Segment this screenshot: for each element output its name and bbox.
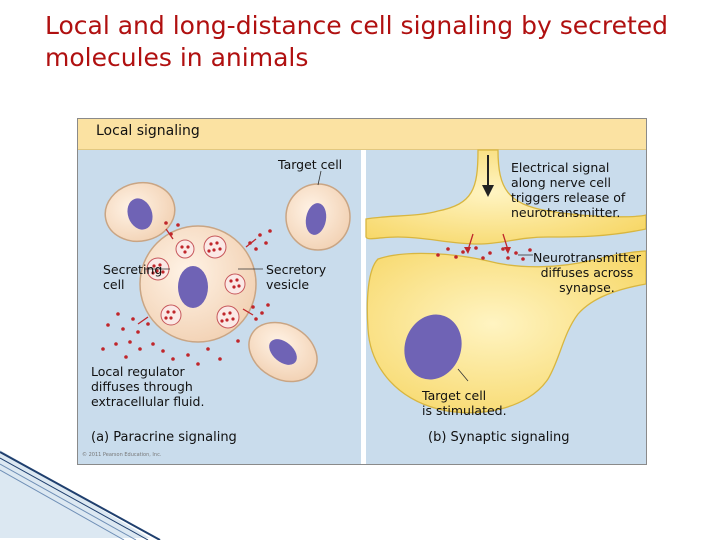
electrical-signal-label: Electrical signal along nerve cell trigg… [511, 160, 626, 220]
signaling-illustration [101, 149, 646, 464]
synapse-arrows [464, 233, 511, 254]
secreting-cell-label: Secreting cell [103, 262, 163, 292]
label-pointers-b [457, 254, 533, 382]
nucleus [269, 339, 297, 365]
secretory-vesicle-label: Secretory vesicle [266, 262, 327, 292]
electrical-signal-arrow [482, 155, 494, 197]
nucleus [127, 198, 153, 230]
cell-signaling-figure: Local signaling [77, 118, 647, 465]
target-cell-label: Target cell [278, 157, 343, 172]
release-arrows [137, 228, 257, 325]
local-regulator-label: Local regulator diffuses through extrace… [91, 364, 205, 409]
target-nucleus [404, 314, 462, 380]
secreting-nucleus [178, 266, 208, 308]
target-stimulated-label: Target cell is stimulated. [422, 388, 507, 418]
synaptic-caption: (b) Synaptic signaling [428, 430, 570, 445]
banner-label: Local signaling [96, 123, 200, 139]
decorative-corner-lines [0, 450, 161, 540]
panel-divider [361, 150, 366, 464]
vesicle-contents [151, 241, 241, 323]
presynaptic-neuron [365, 149, 646, 245]
copyright-notice: © 2011 Pearson Education, Inc. [82, 452, 162, 458]
paracrine-caption: (a) Paracrine signaling [91, 430, 237, 445]
slide-title: Local and long-distance cell signaling b… [45, 11, 669, 72]
label-pointers [145, 170, 322, 270]
nucleus [305, 203, 327, 235]
neurotransmitter-molecules [436, 246, 532, 261]
neurotransmitter-label: Neurotransmitter diffuses across synapse… [533, 250, 641, 295]
local-regulator-molecules [101, 221, 272, 366]
local-signaling-banner: Local signaling [78, 119, 646, 150]
